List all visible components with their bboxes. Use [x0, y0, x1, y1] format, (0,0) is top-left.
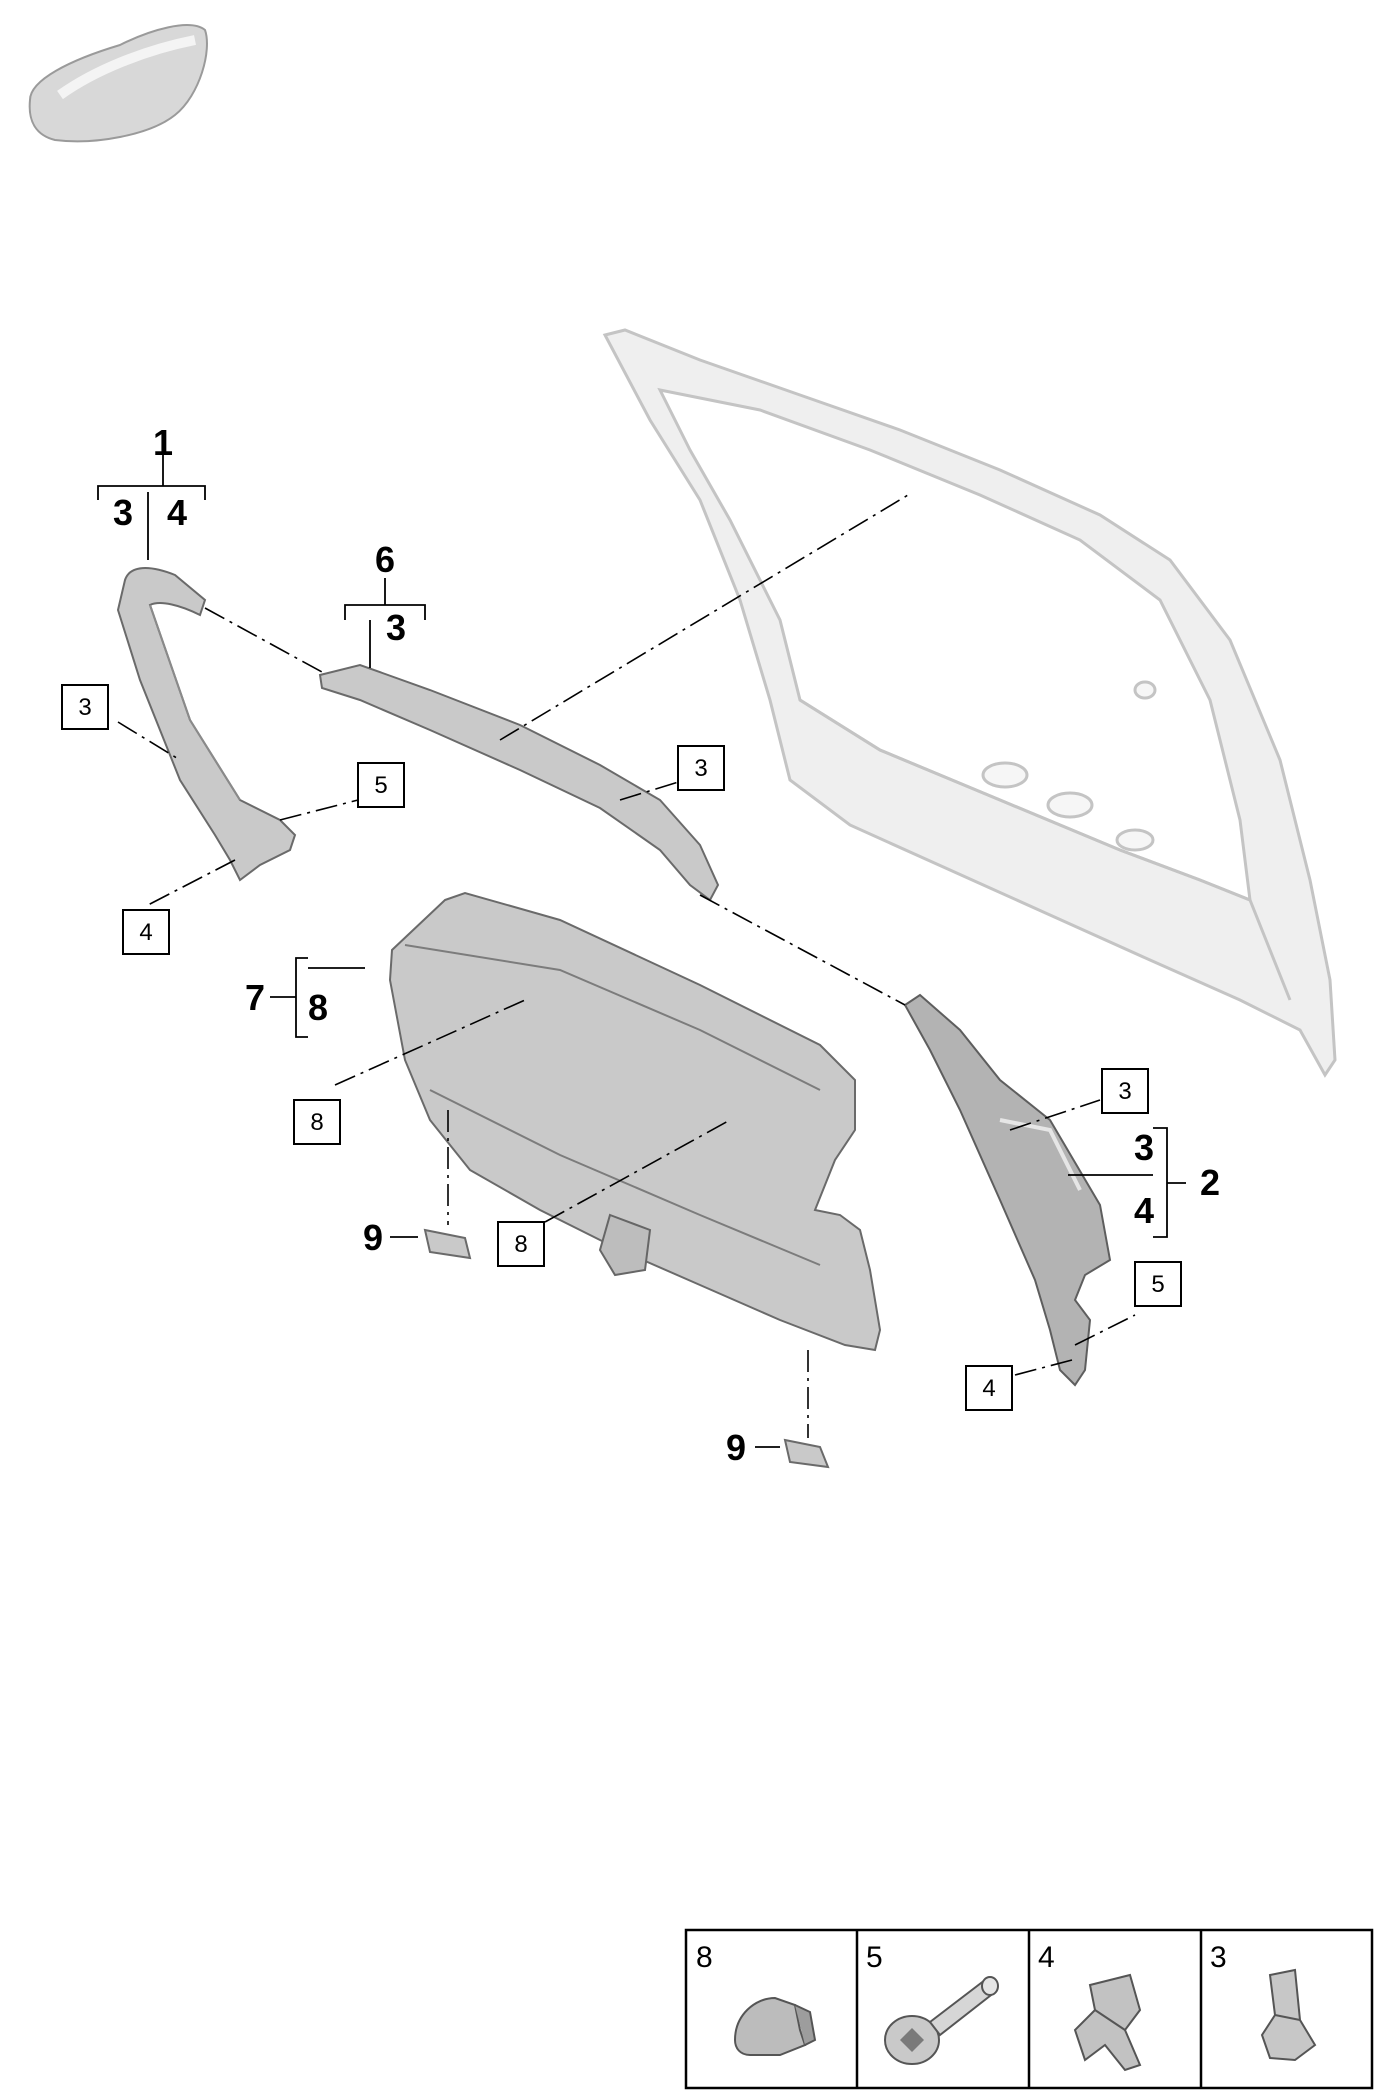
- box-ref-3-right: 3: [1101, 1068, 1149, 1114]
- label-1: 1: [153, 422, 173, 463]
- spring-clip-icon: [1073, 1973, 1142, 2072]
- label-1-sub-3: 3: [113, 492, 133, 533]
- pad-left: [423, 1228, 472, 1260]
- box-ref-4-left: 4: [122, 909, 170, 955]
- vehicle-thumbnail-icon: [28, 24, 208, 143]
- box-ref-5-right: 5: [1134, 1261, 1182, 1307]
- tailgate-frame: [602, 328, 1337, 1078]
- callout-labels: 1 3 4 6 3 7 8 2 3 4 9 9: [113, 422, 1220, 1468]
- pad-right: [783, 1438, 830, 1469]
- legend-num-3: 3: [1210, 1941, 1227, 1974]
- svg-text:8: 8: [310, 1109, 323, 1136]
- screw-icon: [884, 1976, 999, 2065]
- svg-text:3: 3: [78, 694, 91, 721]
- legend-num-4: 4: [1038, 1941, 1055, 1974]
- label-9-right: 9: [726, 1427, 746, 1468]
- label-7: 7: [245, 977, 265, 1018]
- svg-text:5: 5: [1151, 1271, 1164, 1298]
- svg-text:3: 3: [1118, 1078, 1131, 1105]
- label-9-left: 9: [363, 1217, 383, 1258]
- box-ref-5-left: 5: [357, 762, 405, 808]
- legend-num-5: 5: [866, 1941, 883, 1974]
- pillar-trim-left: [116, 567, 297, 882]
- label-1-sub-4: 4: [167, 492, 187, 533]
- legend-num-8: 8: [696, 1941, 713, 1974]
- svg-text:4: 4: [139, 919, 152, 946]
- svg-text:3: 3: [694, 755, 707, 782]
- trim-clip-icon: [733, 1996, 817, 2056]
- clip-icon: [1260, 1968, 1317, 2062]
- tailgate-trim-panel: [388, 891, 882, 1352]
- label-2-sub-3: 3: [1134, 1127, 1154, 1168]
- label-6: 6: [375, 539, 395, 580]
- box-ref-3-left: 3: [61, 684, 109, 730]
- label-7-sub-8: 8: [308, 987, 328, 1028]
- box-ref-3-mid: 3: [677, 745, 725, 791]
- label-2-sub-4: 4: [1134, 1190, 1154, 1231]
- box-ref-8-lower: 8: [497, 1221, 545, 1267]
- assembly-lines: [117, 494, 1136, 1438]
- box-ref-4-right: 4: [965, 1365, 1013, 1411]
- svg-text:5: 5: [374, 772, 387, 799]
- boxed-references: 3 5 4 3 8 8 3 5: [61, 684, 1182, 1411]
- parts-legend: 8 5 4 3: [684, 1928, 1374, 2090]
- svg-text:4: 4: [982, 1375, 995, 1402]
- svg-text:8: 8: [514, 1231, 527, 1258]
- pillar-trim-right: [903, 993, 1112, 1387]
- callout-brackets: [97, 450, 1186, 1448]
- label-2: 2: [1200, 1162, 1220, 1203]
- label-6-sub-3: 3: [386, 607, 406, 648]
- box-ref-8-upper: 8: [293, 1099, 341, 1145]
